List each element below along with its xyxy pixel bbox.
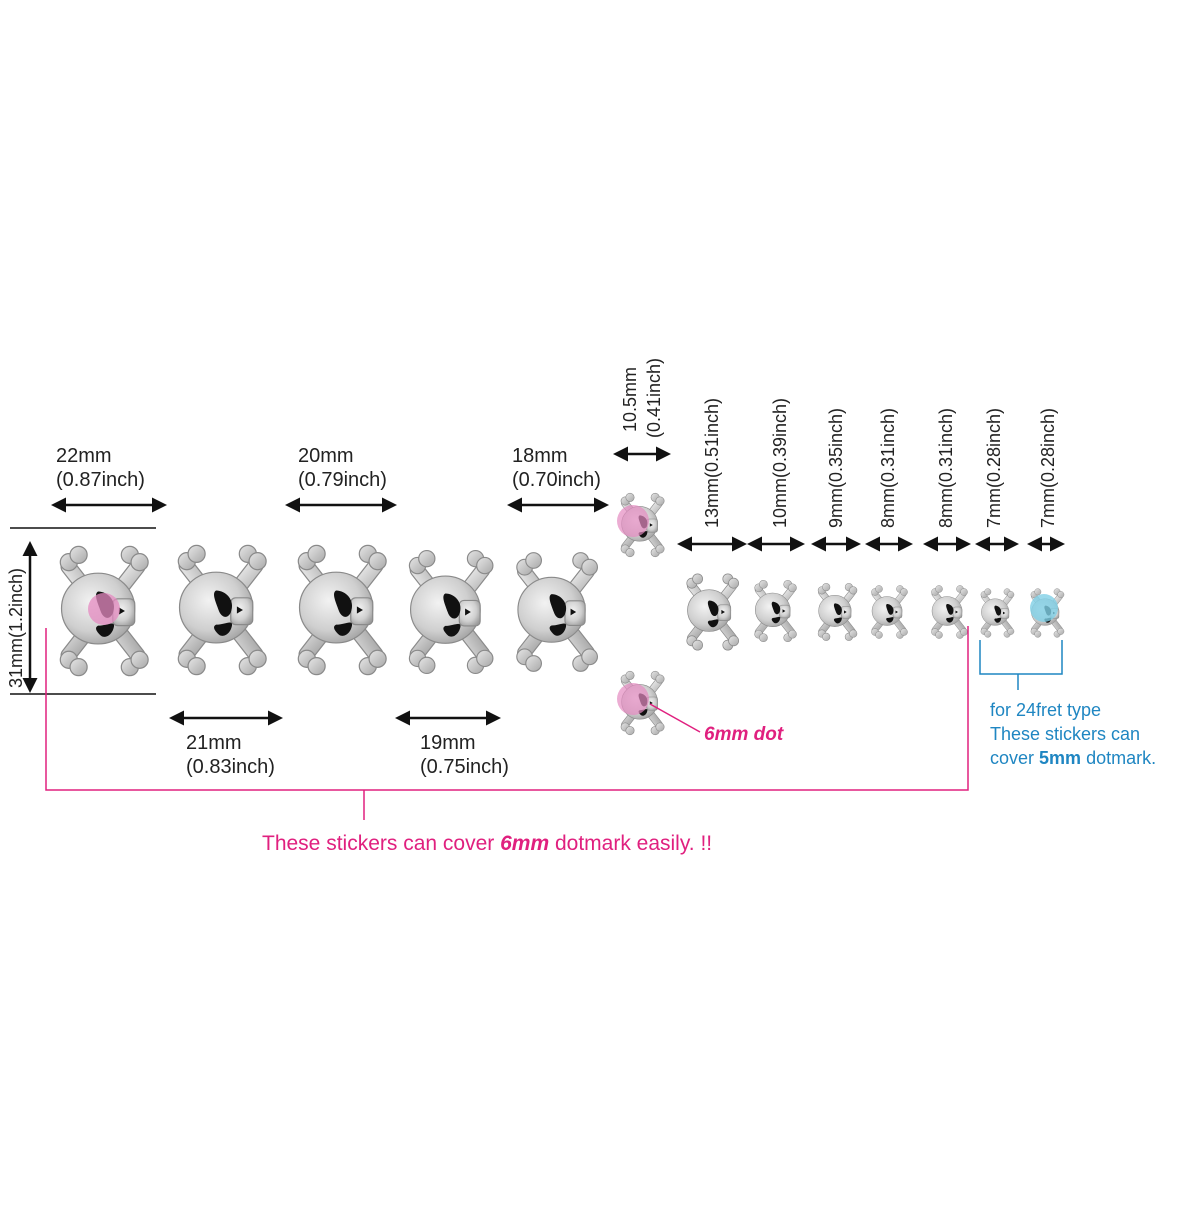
size-8mm-label-a: 8mm(0.31inch) bbox=[878, 408, 898, 528]
skull-7mm-sticker-a bbox=[979, 588, 1015, 638]
blue-note-line3: cover 5mm dotmark. bbox=[990, 748, 1156, 768]
dot-callout-label: 6mm dot bbox=[704, 724, 784, 745]
skull-13mm-sticker bbox=[685, 573, 740, 651]
size-19mm-label: 19mm bbox=[420, 732, 476, 754]
pink-bracket bbox=[45, 626, 969, 820]
dimension-arrows bbox=[22, 446, 1065, 726]
size-10mm-label: 10mm(0.39inch) bbox=[770, 398, 790, 528]
skull-20mm-sticker bbox=[295, 544, 387, 676]
size-19mm-inch-label: (0.75inch) bbox=[420, 756, 509, 778]
skull-21mm-sticker bbox=[175, 544, 267, 676]
size-20mm-label: 20mm bbox=[298, 445, 354, 467]
skull-8mm-sticker-b bbox=[930, 585, 968, 639]
size-13mm-label: 13mm(0.51inch) bbox=[702, 398, 722, 528]
skull-18mm-sticker bbox=[514, 551, 599, 673]
size-7mm-label-a: 7mm(0.28inch) bbox=[984, 408, 1004, 528]
skull-10-5mm-sticker-top bbox=[617, 492, 665, 558]
pink-dot-marker bbox=[88, 593, 120, 625]
blue-note-line1: for 24fret type bbox=[990, 700, 1101, 720]
skull-19mm-sticker bbox=[406, 549, 494, 675]
size-10-5mm-label: 10.5mm bbox=[620, 367, 640, 432]
skull-8mm-sticker-a bbox=[870, 585, 908, 639]
size-9mm-label: 9mm(0.35inch) bbox=[826, 408, 846, 528]
size-21mm-inch-label: (0.83inch) bbox=[186, 756, 275, 778]
skull-10mm-sticker bbox=[753, 579, 797, 643]
size-18mm-inch-label: (0.70inch) bbox=[512, 469, 601, 491]
size-22mm-label: 22mm bbox=[56, 445, 112, 467]
skull-9mm-sticker bbox=[816, 583, 858, 641]
size-18mm-label: 18mm bbox=[512, 445, 568, 467]
skull-10-5mm-sticker-bottom bbox=[617, 670, 665, 736]
size-22mm-inch-label: (0.87inch) bbox=[56, 469, 145, 491]
blue-bracket bbox=[979, 640, 1063, 690]
size-20mm-inch-label: (0.79inch) bbox=[298, 469, 387, 491]
size-10-5mm-inch-label: (0.41inch) bbox=[644, 358, 664, 438]
pink-note: These stickers can cover 6mm dotmark eas… bbox=[262, 832, 712, 855]
size-21mm-label: 21mm bbox=[186, 732, 242, 754]
skull-7mm-sticker-b bbox=[1029, 588, 1065, 638]
skull-31mm-sticker bbox=[57, 545, 149, 677]
dot-callout-line bbox=[649, 703, 701, 733]
size-7mm-label-b: 7mm(0.28inch) bbox=[1038, 408, 1058, 528]
blue-note-line2: These stickers can bbox=[990, 724, 1140, 744]
size-31mm-height-label: 31mm(1.2inch) bbox=[6, 568, 26, 688]
size-8mm-label-b: 8mm(0.31inch) bbox=[936, 408, 956, 528]
